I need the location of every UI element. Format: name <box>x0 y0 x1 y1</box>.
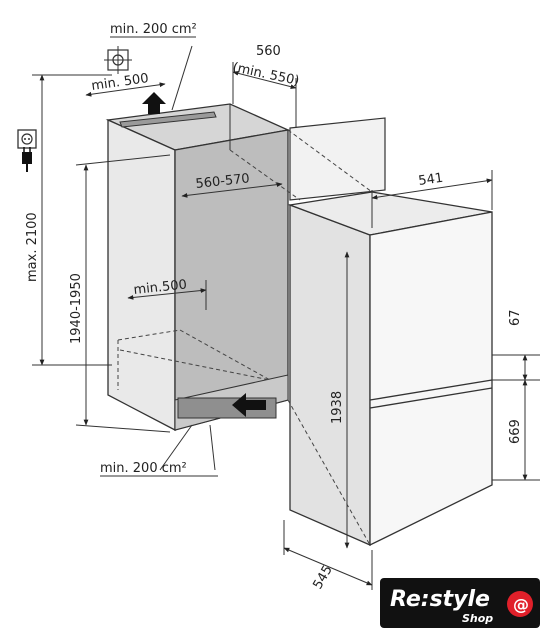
appliance-height-label: 1938 <box>330 391 345 424</box>
airflow-arrow-icon <box>232 393 266 417</box>
inner-width-label: 560-570 <box>195 171 251 192</box>
fridge-appliance <box>229 129 493 547</box>
appliance-depth-label: 545 <box>310 563 335 592</box>
power-socket-icon <box>17 129 37 149</box>
lower-door-height-label: 669 <box>508 419 523 444</box>
logo-brand: Re:style <box>390 587 490 612</box>
vent-grille-icon <box>104 46 132 74</box>
power-plug-icon <box>22 147 32 172</box>
logo-sub: Shop <box>462 612 493 625</box>
niche-height-label: 1940-1950 <box>69 273 84 344</box>
restyle-shop-logo: Re:style Shop @ <box>380 578 540 628</box>
depth-top-min-label: (min. 550) <box>231 60 300 89</box>
fridge-width-label: 541 <box>417 171 444 189</box>
upper-gap-label: 67 <box>508 309 523 326</box>
inner-depth-label: min.500 <box>133 277 188 298</box>
vent-bottom-label: min. 200 cm² <box>100 461 187 476</box>
vent-top-label: min. 200 cm² <box>110 22 197 37</box>
airflow-arrow-icon <box>142 92 166 114</box>
svg-text:@: @ <box>513 595 529 614</box>
max-height-label: max. 2100 <box>25 212 40 282</box>
depth-top-label: 560 <box>256 44 281 59</box>
